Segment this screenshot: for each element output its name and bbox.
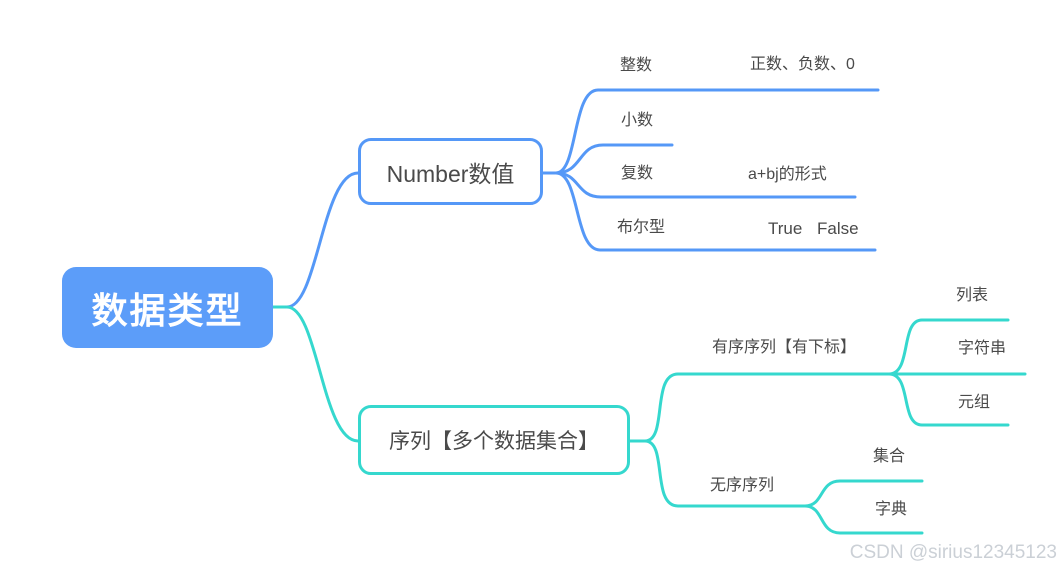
node-complex-note[interactable]: a+bj的形式 xyxy=(748,166,827,183)
link-sequence-unordered xyxy=(643,439,807,508)
link-number-complex xyxy=(554,171,857,199)
link-unordered-dict xyxy=(803,504,924,535)
link-sequence-ordered xyxy=(643,372,891,443)
node-boolean-true[interactable]: True xyxy=(768,219,803,238)
node-ordered[interactable]: 有序序列【有下标】 xyxy=(712,339,857,356)
link-number-integer xyxy=(554,88,880,175)
node-list[interactable]: 列表 xyxy=(956,287,989,304)
link-number-decimal xyxy=(554,143,674,175)
link-ordered-tuple xyxy=(887,372,1010,427)
node-set[interactable]: 集合 xyxy=(873,448,906,465)
node-boolean-false[interactable]: False xyxy=(817,219,859,238)
node-number[interactable]: Number数值 xyxy=(358,138,543,205)
link-root-sequence xyxy=(285,305,360,443)
csdn-watermark: CSDN @sirius12345123 xyxy=(849,542,1057,563)
node-boolean[interactable]: 布尔型 xyxy=(617,219,666,236)
link-unordered-set xyxy=(803,479,924,508)
node-complex[interactable]: 复数 xyxy=(621,165,654,182)
node-integer[interactable]: 整数 xyxy=(620,57,653,74)
node-root[interactable]: 数据类型 xyxy=(62,267,273,348)
link-number-boolean xyxy=(554,171,877,252)
node-integer-note[interactable]: 正数、负数、0 xyxy=(750,56,855,73)
node-dict[interactable]: 字典 xyxy=(875,501,908,518)
node-decimal[interactable]: 小数 xyxy=(621,112,654,129)
node-string[interactable]: 字符串 xyxy=(958,340,1007,357)
node-unordered[interactable]: 无序序列 xyxy=(710,477,775,494)
link-ordered-list xyxy=(887,318,1010,376)
node-sequence[interactable]: 序列【多个数据集合】 xyxy=(358,405,630,475)
link-root-number xyxy=(285,171,360,309)
node-tuple[interactable]: 元组 xyxy=(958,394,991,411)
